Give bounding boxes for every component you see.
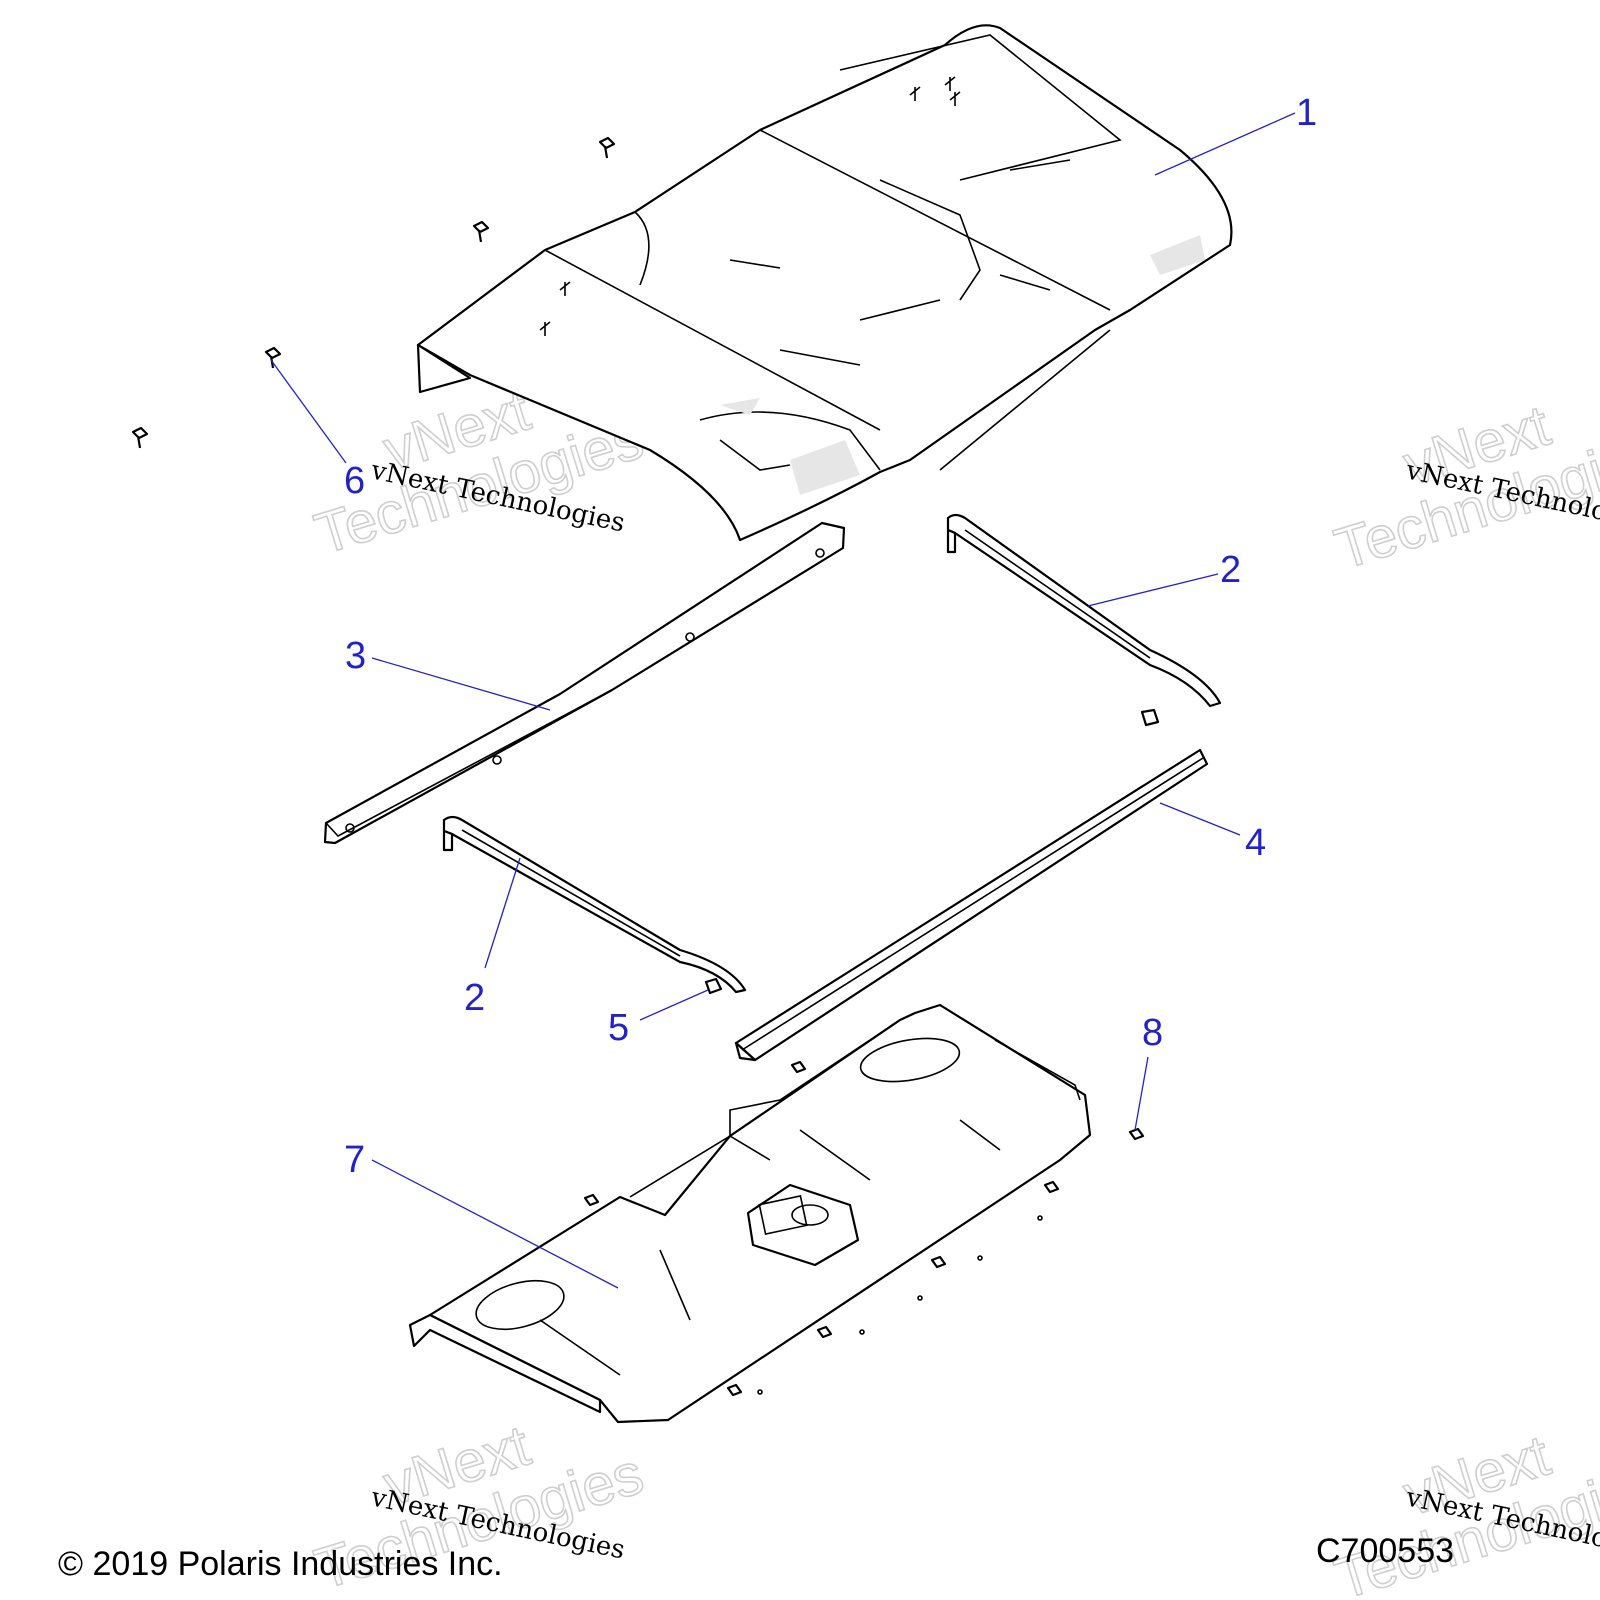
nut-part-8 [1128, 1127, 1145, 1141]
drawing-code: C700553 [1316, 1532, 1454, 1570]
clip-part-5-lower [704, 977, 723, 995]
roof-part-1 [416, 24, 1233, 542]
callout-5: 5 [608, 1007, 629, 1049]
trim-part-2-upper [946, 513, 1222, 708]
callout-6: 6 [344, 460, 365, 502]
callout-2-lower: 2 [464, 977, 485, 1019]
callout-3: 3 [345, 635, 366, 677]
leader-4 [1159, 802, 1241, 836]
screws-part-6 [131, 136, 616, 449]
leader-1 [1154, 112, 1296, 176]
copyright-text: © 2019 Polaris Industries Inc. [58, 1545, 503, 1583]
leader-5 [639, 989, 709, 1021]
leader-2-lower [484, 857, 521, 969]
rail-part-4 [734, 748, 1209, 1062]
leader-8 [1134, 1056, 1149, 1131]
leader-6 [270, 359, 347, 464]
callout-labels: 1 2 2 3 4 5 6 7 8 [344, 92, 1317, 1181]
headliner-part-7 [408, 1003, 1092, 1424]
callout-7: 7 [344, 1139, 365, 1181]
leader-3 [371, 657, 551, 711]
callout-1: 1 [1296, 92, 1317, 134]
callout-8: 8 [1142, 1012, 1163, 1054]
callout-4: 4 [1245, 822, 1266, 864]
leader-lines [270, 112, 1296, 1289]
leader-7 [371, 1159, 619, 1289]
clip-part-5-upper [1140, 708, 1160, 727]
trim-part-2-lower [442, 815, 747, 994]
leader-2-upper [1087, 573, 1219, 607]
rail-part-3 [323, 521, 846, 845]
callout-2-upper: 2 [1220, 549, 1241, 591]
